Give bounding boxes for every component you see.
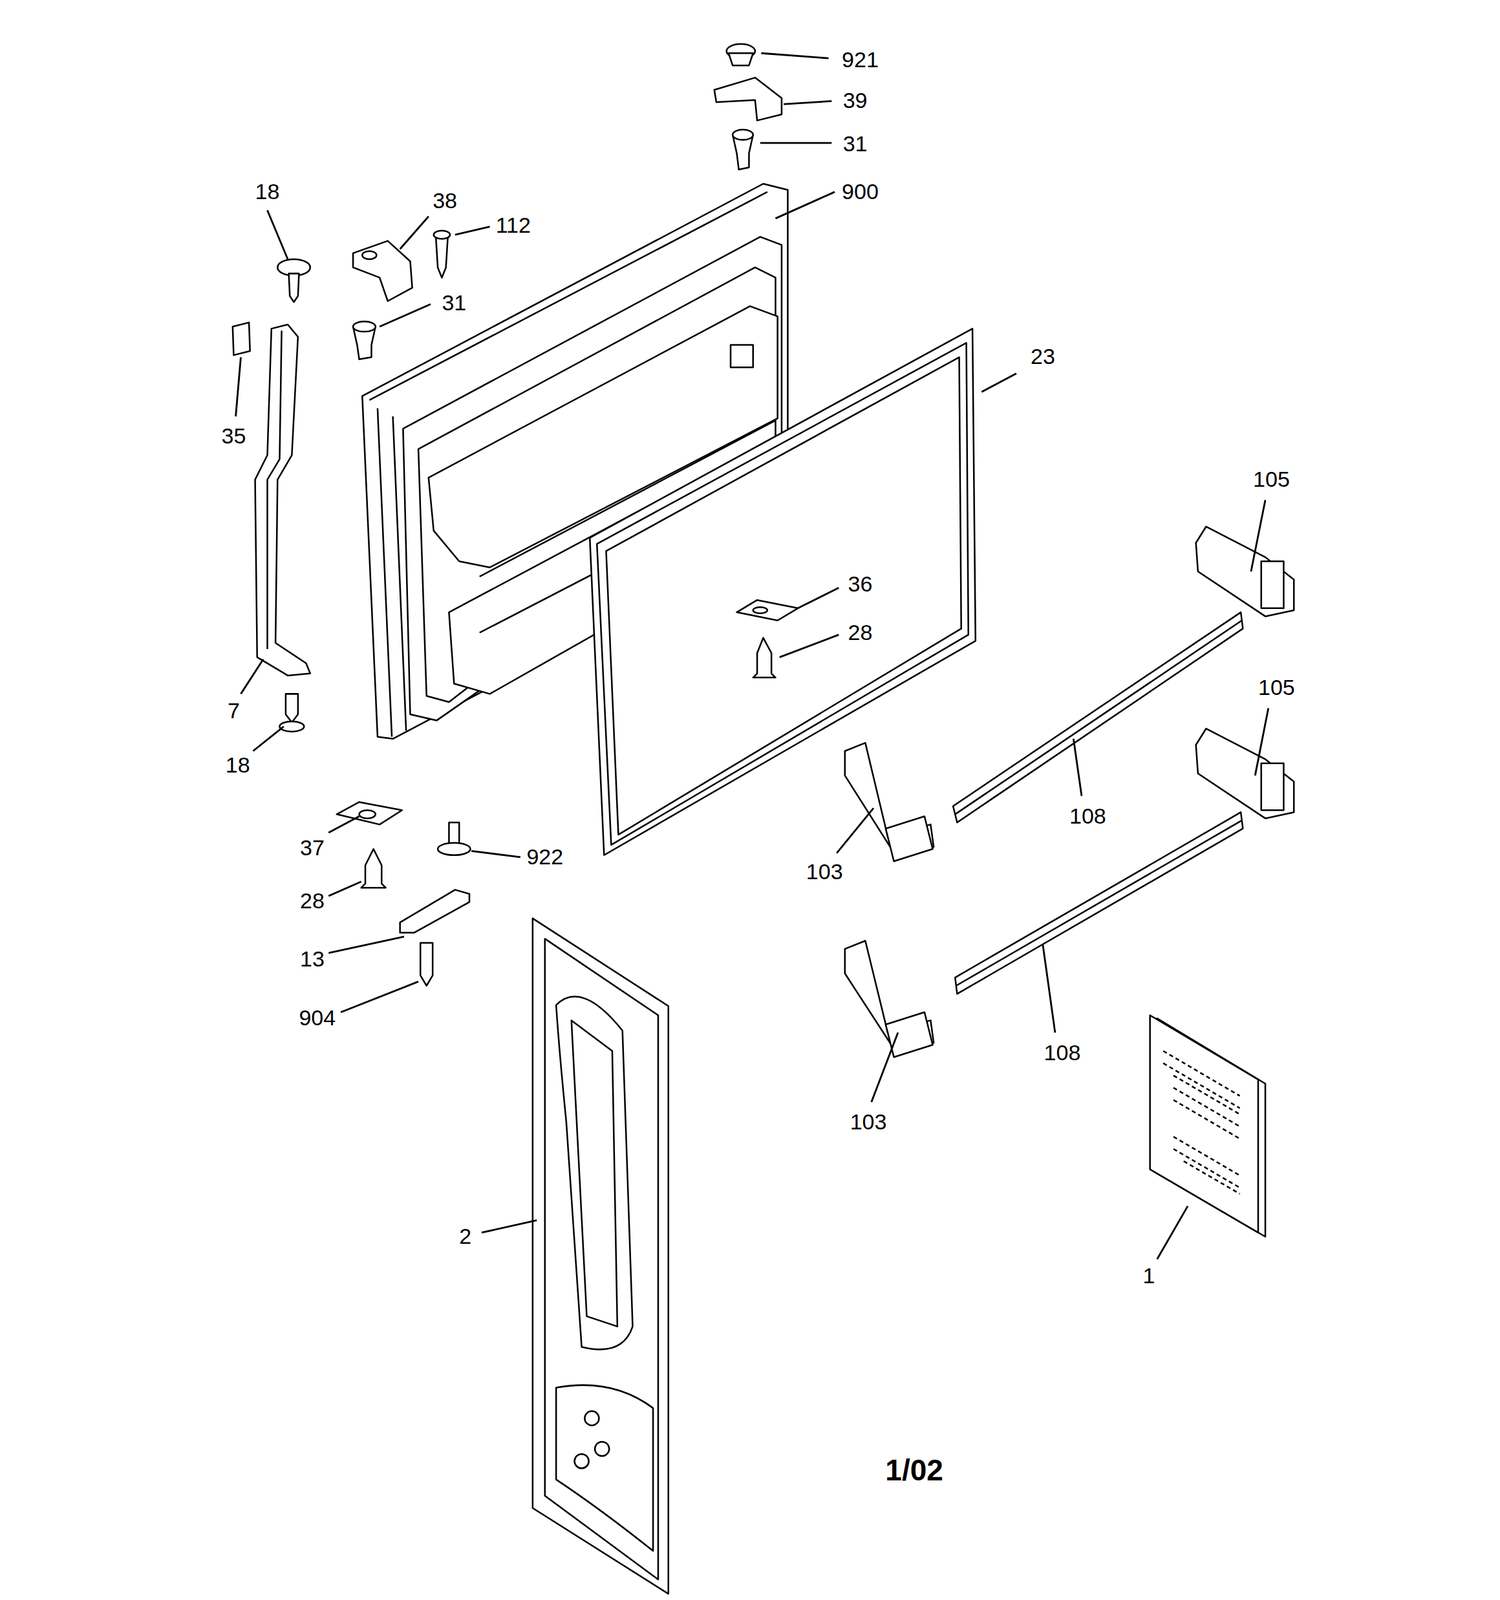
bin-rail <box>954 812 1243 994</box>
end-cap-face <box>885 1012 933 1058</box>
bin-rail-edge <box>954 620 1242 815</box>
callout-number: 36 <box>846 572 875 597</box>
screw <box>277 259 311 302</box>
callout-number: 904 <box>296 1006 338 1030</box>
bin-rail-edge <box>956 820 1243 986</box>
hinge-cover-hole <box>362 250 377 260</box>
manual-cover <box>1150 1015 1259 1233</box>
bag-screws <box>556 1385 654 1552</box>
callout-number: 39 <box>841 89 870 114</box>
end-cap-right <box>1196 728 1295 819</box>
callout-number: 31 <box>439 290 469 315</box>
callout-number: 1 <box>1141 1264 1158 1289</box>
end-cap-right <box>1196 526 1295 617</box>
bag-screw <box>594 1441 610 1457</box>
callout-number: 108 <box>1067 804 1109 829</box>
hinge-cover <box>714 77 782 121</box>
callout-number: 2 <box>457 1224 474 1249</box>
door-stop <box>730 345 754 368</box>
callout-number: 103 <box>848 1110 890 1135</box>
bushing-top <box>353 321 376 332</box>
washer <box>437 843 471 856</box>
door-gasket <box>589 328 976 855</box>
door-handle <box>255 324 311 676</box>
callout-number: 7 <box>225 698 242 723</box>
callout-number: 922 <box>524 845 566 869</box>
callout-number: 23 <box>1028 345 1058 370</box>
bag-handle-part <box>556 996 633 1350</box>
hinge-bracket <box>400 889 470 933</box>
callout-number: 37 <box>298 835 327 860</box>
bin-end-cap <box>845 742 934 1058</box>
hinge-cover <box>353 241 413 302</box>
screw-shank <box>289 273 300 302</box>
callout-number: 28 <box>298 889 327 913</box>
screw <box>420 942 433 986</box>
bin-rail <box>953 612 1243 823</box>
screw <box>279 693 304 732</box>
callout-number: 28 <box>846 620 875 645</box>
cap-body <box>728 53 754 66</box>
manual-text-lines <box>1163 1051 1240 1195</box>
hinge-pin <box>753 638 776 679</box>
bag-handle-part <box>571 1020 618 1327</box>
handle-insert <box>232 322 251 356</box>
screw <box>435 234 449 278</box>
callout-number: 112 <box>493 213 533 238</box>
drawing-revision: 1/02 <box>883 1454 946 1488</box>
hinge-plate <box>336 802 403 825</box>
end-cap-slot <box>1261 561 1285 609</box>
callout-number: 108 <box>1042 1040 1083 1065</box>
bin-end-cap <box>1196 526 1295 819</box>
bag-screw <box>574 1454 590 1469</box>
gasket-outer <box>589 328 976 855</box>
callout-number: 38 <box>430 188 460 213</box>
plate-hole <box>753 607 768 613</box>
callout-number: 18 <box>223 753 253 778</box>
screw <box>448 822 460 846</box>
hinge-pin <box>361 848 386 888</box>
bag-outline <box>532 918 669 1595</box>
bushing-top <box>732 129 754 141</box>
handle-body <box>255 324 311 676</box>
owners-manual <box>1150 1015 1266 1237</box>
callout-number: 13 <box>298 947 327 972</box>
gasket-inner <box>605 357 961 836</box>
leader-lines <box>235 53 1269 1259</box>
callout-number: 105 <box>1251 467 1292 492</box>
screw-thread <box>285 693 299 723</box>
plate-hole <box>359 810 376 819</box>
callout-number: 103 <box>804 860 846 885</box>
hinge-plate <box>736 600 798 621</box>
bag-screw <box>584 1411 599 1426</box>
callout-number: 31 <box>841 131 870 156</box>
door-bin <box>953 612 1243 994</box>
handle-edge <box>267 331 282 650</box>
end-cap-slot <box>1261 763 1285 811</box>
callout-number: 105 <box>1256 675 1297 700</box>
callout-number: 900 <box>839 179 881 204</box>
gasket-ridge <box>596 342 968 845</box>
screw-head <box>433 230 450 240</box>
callout-number: 35 <box>219 424 248 449</box>
end-cap-face <box>885 816 933 862</box>
bag-inner <box>545 938 659 1580</box>
callout-number: 18 <box>253 179 282 204</box>
parts-bag <box>532 918 669 1595</box>
callout-number: 921 <box>839 47 881 72</box>
